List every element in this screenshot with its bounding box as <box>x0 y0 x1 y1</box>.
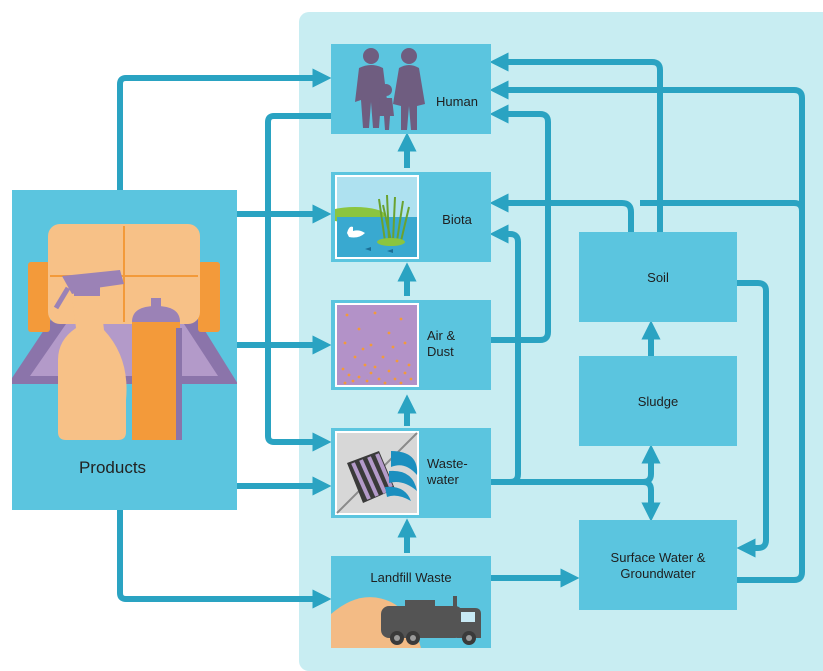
arrow-products-human <box>117 68 332 190</box>
sludge-node: Sludge <box>579 356 737 446</box>
landfill-label: Landfill Waste <box>370 570 452 585</box>
human-node: Human <box>331 44 491 134</box>
garbage-truck-icon <box>331 596 481 648</box>
arrow-soil-biota <box>489 193 634 232</box>
arrow-soil-human <box>489 52 663 232</box>
arrow-wastewater-biota <box>489 224 521 485</box>
sludge-label: Sludge <box>637 394 679 409</box>
wastewater-node: Waste- water <box>331 428 491 518</box>
products-node <box>12 190 237 510</box>
family-silhouette-icon <box>355 48 425 130</box>
wastewater-label: Waste- water <box>427 456 468 487</box>
arrow-air-human <box>489 104 551 343</box>
surface-water-node: Surface Water & Groundwater <box>579 520 737 610</box>
couch-spray-bottle-icon <box>12 224 237 440</box>
dust-particles-icon <box>335 303 419 387</box>
biota-node: Biota <box>331 172 491 262</box>
arrow-soil-water <box>736 280 769 558</box>
arrow-products-landfill <box>117 510 332 609</box>
arrow-wastewater-water <box>491 479 661 522</box>
storm-drain-icon <box>335 431 419 515</box>
soil-label: Soil <box>647 270 669 285</box>
human-label: Human <box>436 94 478 109</box>
soil-node: Soil <box>579 232 737 322</box>
biota-label: Biota <box>442 212 472 227</box>
surface-water-label: Surface Water & Groundwater <box>610 550 706 581</box>
arrow-water-human <box>489 80 805 583</box>
air-dust-label: Air & Dust <box>427 328 456 359</box>
arrow-human-wastewater <box>265 113 332 452</box>
air-dust-node: Air & Dust <box>331 300 491 390</box>
arrow-water-biota <box>640 200 805 214</box>
products-label: Products <box>78 458 147 477</box>
pond-with-swan-icon <box>335 175 419 259</box>
landfill-node: Landfill Waste <box>331 556 491 648</box>
